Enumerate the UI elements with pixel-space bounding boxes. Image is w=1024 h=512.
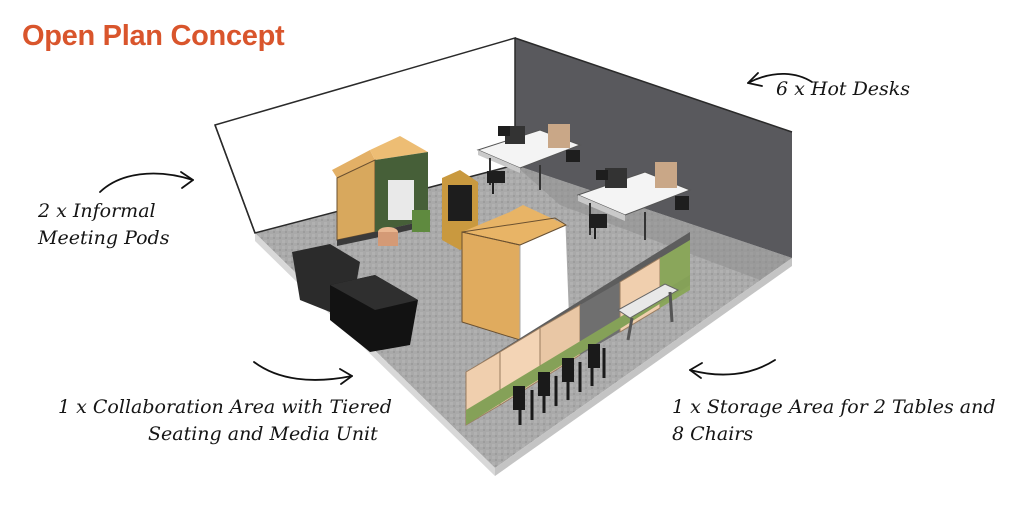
storage-area-label: 1 x Storage Area for 2 Tables and 8 Chai…	[672, 396, 996, 445]
meeting-pods-label: 2 x Informal Meeting Pods	[38, 200, 170, 249]
tiered-seating	[292, 244, 418, 352]
arrow-left-icon	[747, 72, 813, 87]
hot-desks-label: 6 x Hot Desks	[776, 78, 911, 100]
meeting-pod-2	[461, 205, 571, 341]
page-title: Open Plan Concept	[22, 20, 285, 52]
meeting-pod-1	[332, 136, 430, 246]
back-wall	[515, 38, 792, 258]
hot-desks	[476, 124, 692, 240]
floor-edge-right	[495, 258, 792, 476]
arrow-left-icon	[689, 359, 776, 379]
arrow-right-icon	[253, 361, 353, 385]
arrow-right-icon	[99, 171, 194, 193]
collaboration-area-label: 1 x Collaboration Area with Tiered Seati…	[58, 396, 392, 445]
storage-unit	[465, 232, 690, 426]
